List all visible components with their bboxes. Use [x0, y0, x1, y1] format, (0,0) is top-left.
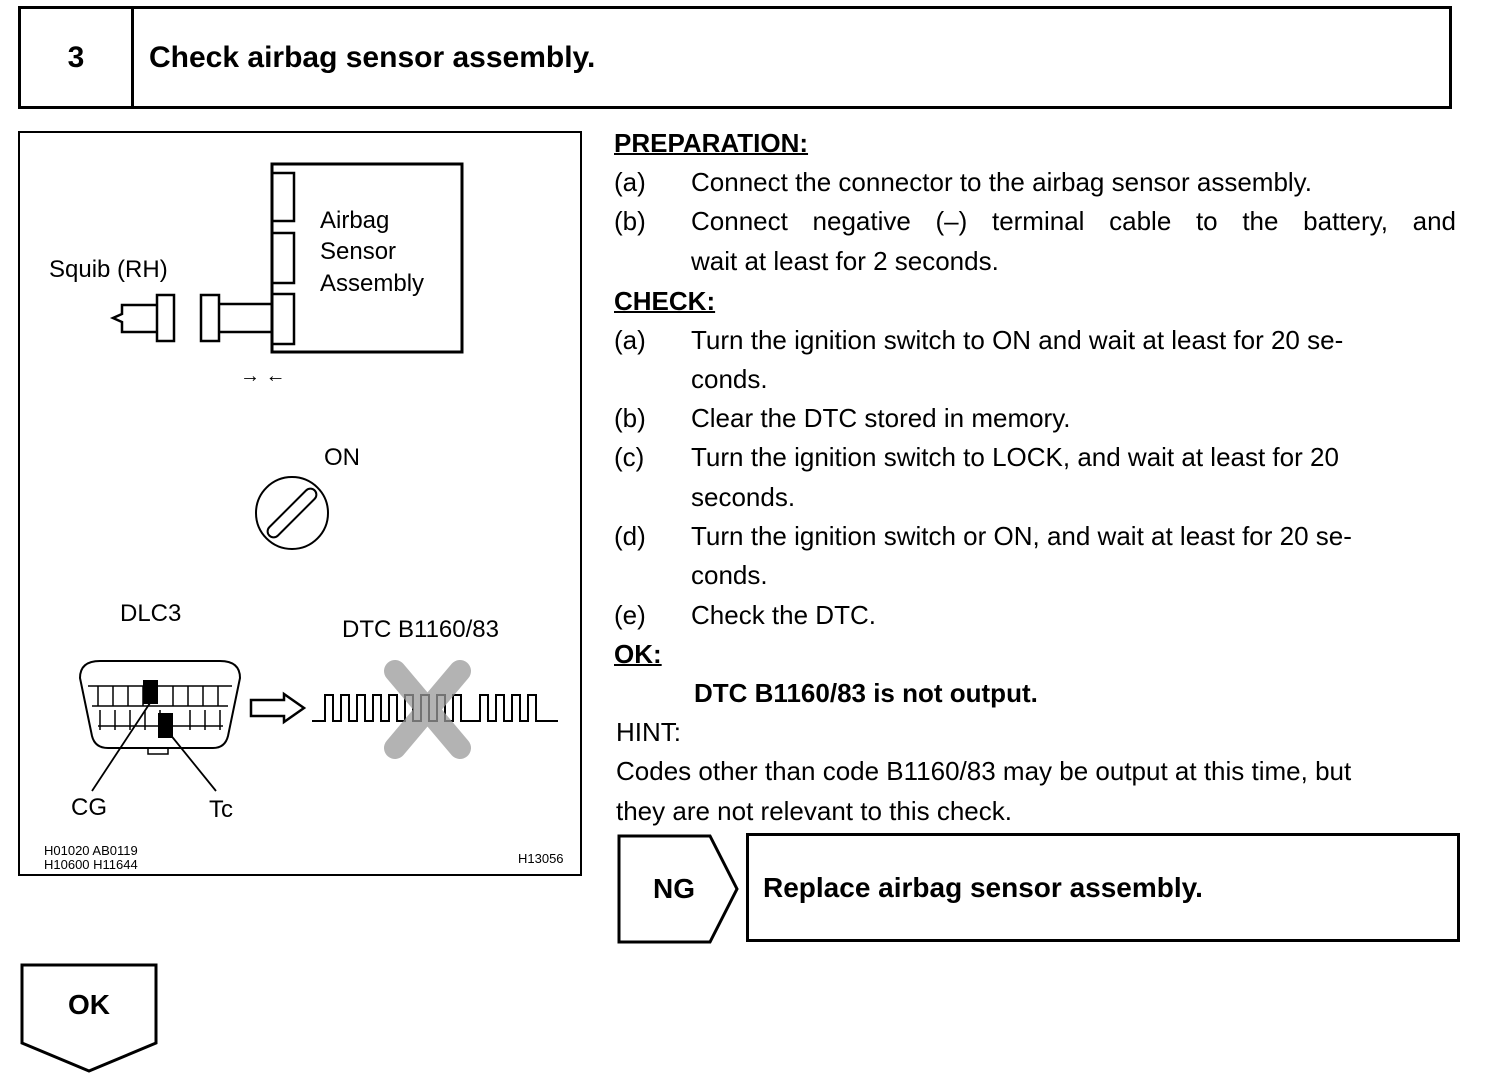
prep-item-text: wait at least for 2 seconds.	[691, 246, 999, 276]
tc-label: Tc	[209, 796, 233, 823]
squib-label: Squib (RH)	[49, 256, 168, 283]
check-item-letter: (b)	[614, 403, 646, 433]
figure-id: H13056	[518, 851, 564, 866]
figure-codes-2: H10600 H11644	[44, 857, 138, 872]
assembly-label-1: Airbag	[320, 207, 390, 234]
cg-label: CG	[71, 794, 107, 821]
tc-terminal	[158, 713, 173, 738]
prep-item-letter: (b)	[614, 206, 646, 236]
step-title: Check airbag sensor assembly.	[149, 40, 596, 74]
prep-item-text: Connect negative (–) terminal cable to t…	[691, 206, 1456, 236]
check-heading: CHECK:	[614, 286, 716, 316]
prep-item-text: Connect the connector to the airbag sens…	[691, 167, 1312, 197]
diagram-figure: Airbag Sensor Assembly Squib (RH) → ← ON…	[18, 131, 582, 876]
preparation-heading: PREPARATION:	[614, 128, 809, 158]
hint-text: they are not relevant to this check.	[616, 796, 1012, 826]
check-item-letter: (d)	[614, 521, 646, 551]
ok-criteria: DTC B1160/83 is not output.	[694, 678, 1038, 708]
check-item-text: conds.	[691, 560, 768, 590]
hint-heading: HINT:	[616, 717, 681, 747]
diagram-drawing	[78, 162, 558, 792]
check-item-letter: (a)	[614, 325, 646, 355]
step-header: 3 Check airbag sensor assembly.	[18, 6, 1452, 109]
dtc-label: DTC B1160/83	[342, 616, 499, 643]
step-number: 3	[21, 9, 134, 106]
ng-label: NG	[653, 873, 695, 904]
dlc3-label: DLC3	[120, 600, 182, 627]
check-item-letter: (e)	[614, 600, 646, 630]
figure-codes-1: H01020 AB0119	[44, 843, 138, 858]
hint-text: Codes other than code B1160/83 may be ou…	[616, 756, 1352, 786]
ng-result-text: Replace airbag sensor assembly.	[763, 871, 1203, 903]
assembly-label-3: Assembly	[320, 270, 425, 297]
check-item-text: Clear the DTC stored in memory.	[691, 403, 1071, 433]
ok-arrow-icon	[20, 963, 158, 1073]
ng-arrow-icon	[617, 834, 739, 944]
prep-item-letter: (a)	[614, 167, 646, 197]
cg-terminal	[143, 680, 158, 704]
check-item-text: seconds.	[691, 482, 796, 512]
check-item-text: Check the DTC.	[691, 600, 876, 630]
ng-result-box: Replace airbag sensor assembly.	[746, 833, 1460, 942]
check-item-letter: (c)	[614, 442, 645, 472]
ok-heading: OK:	[614, 639, 662, 669]
ignition-on-label: ON	[324, 444, 360, 471]
check-item-text: Turn the ignition switch or ON, and wait…	[691, 521, 1352, 551]
check-item-text: Turn the ignition switch to ON and wait …	[691, 325, 1344, 355]
check-item-text: Turn the ignition switch to LOCK, and wa…	[691, 442, 1339, 472]
check-item-text: conds.	[691, 364, 768, 394]
assembly-label-2: Sensor	[320, 238, 397, 265]
connect-arrows: → ←	[240, 365, 286, 387]
cross-mark-icon	[384, 660, 471, 759]
ok-label: OK	[68, 989, 110, 1020]
